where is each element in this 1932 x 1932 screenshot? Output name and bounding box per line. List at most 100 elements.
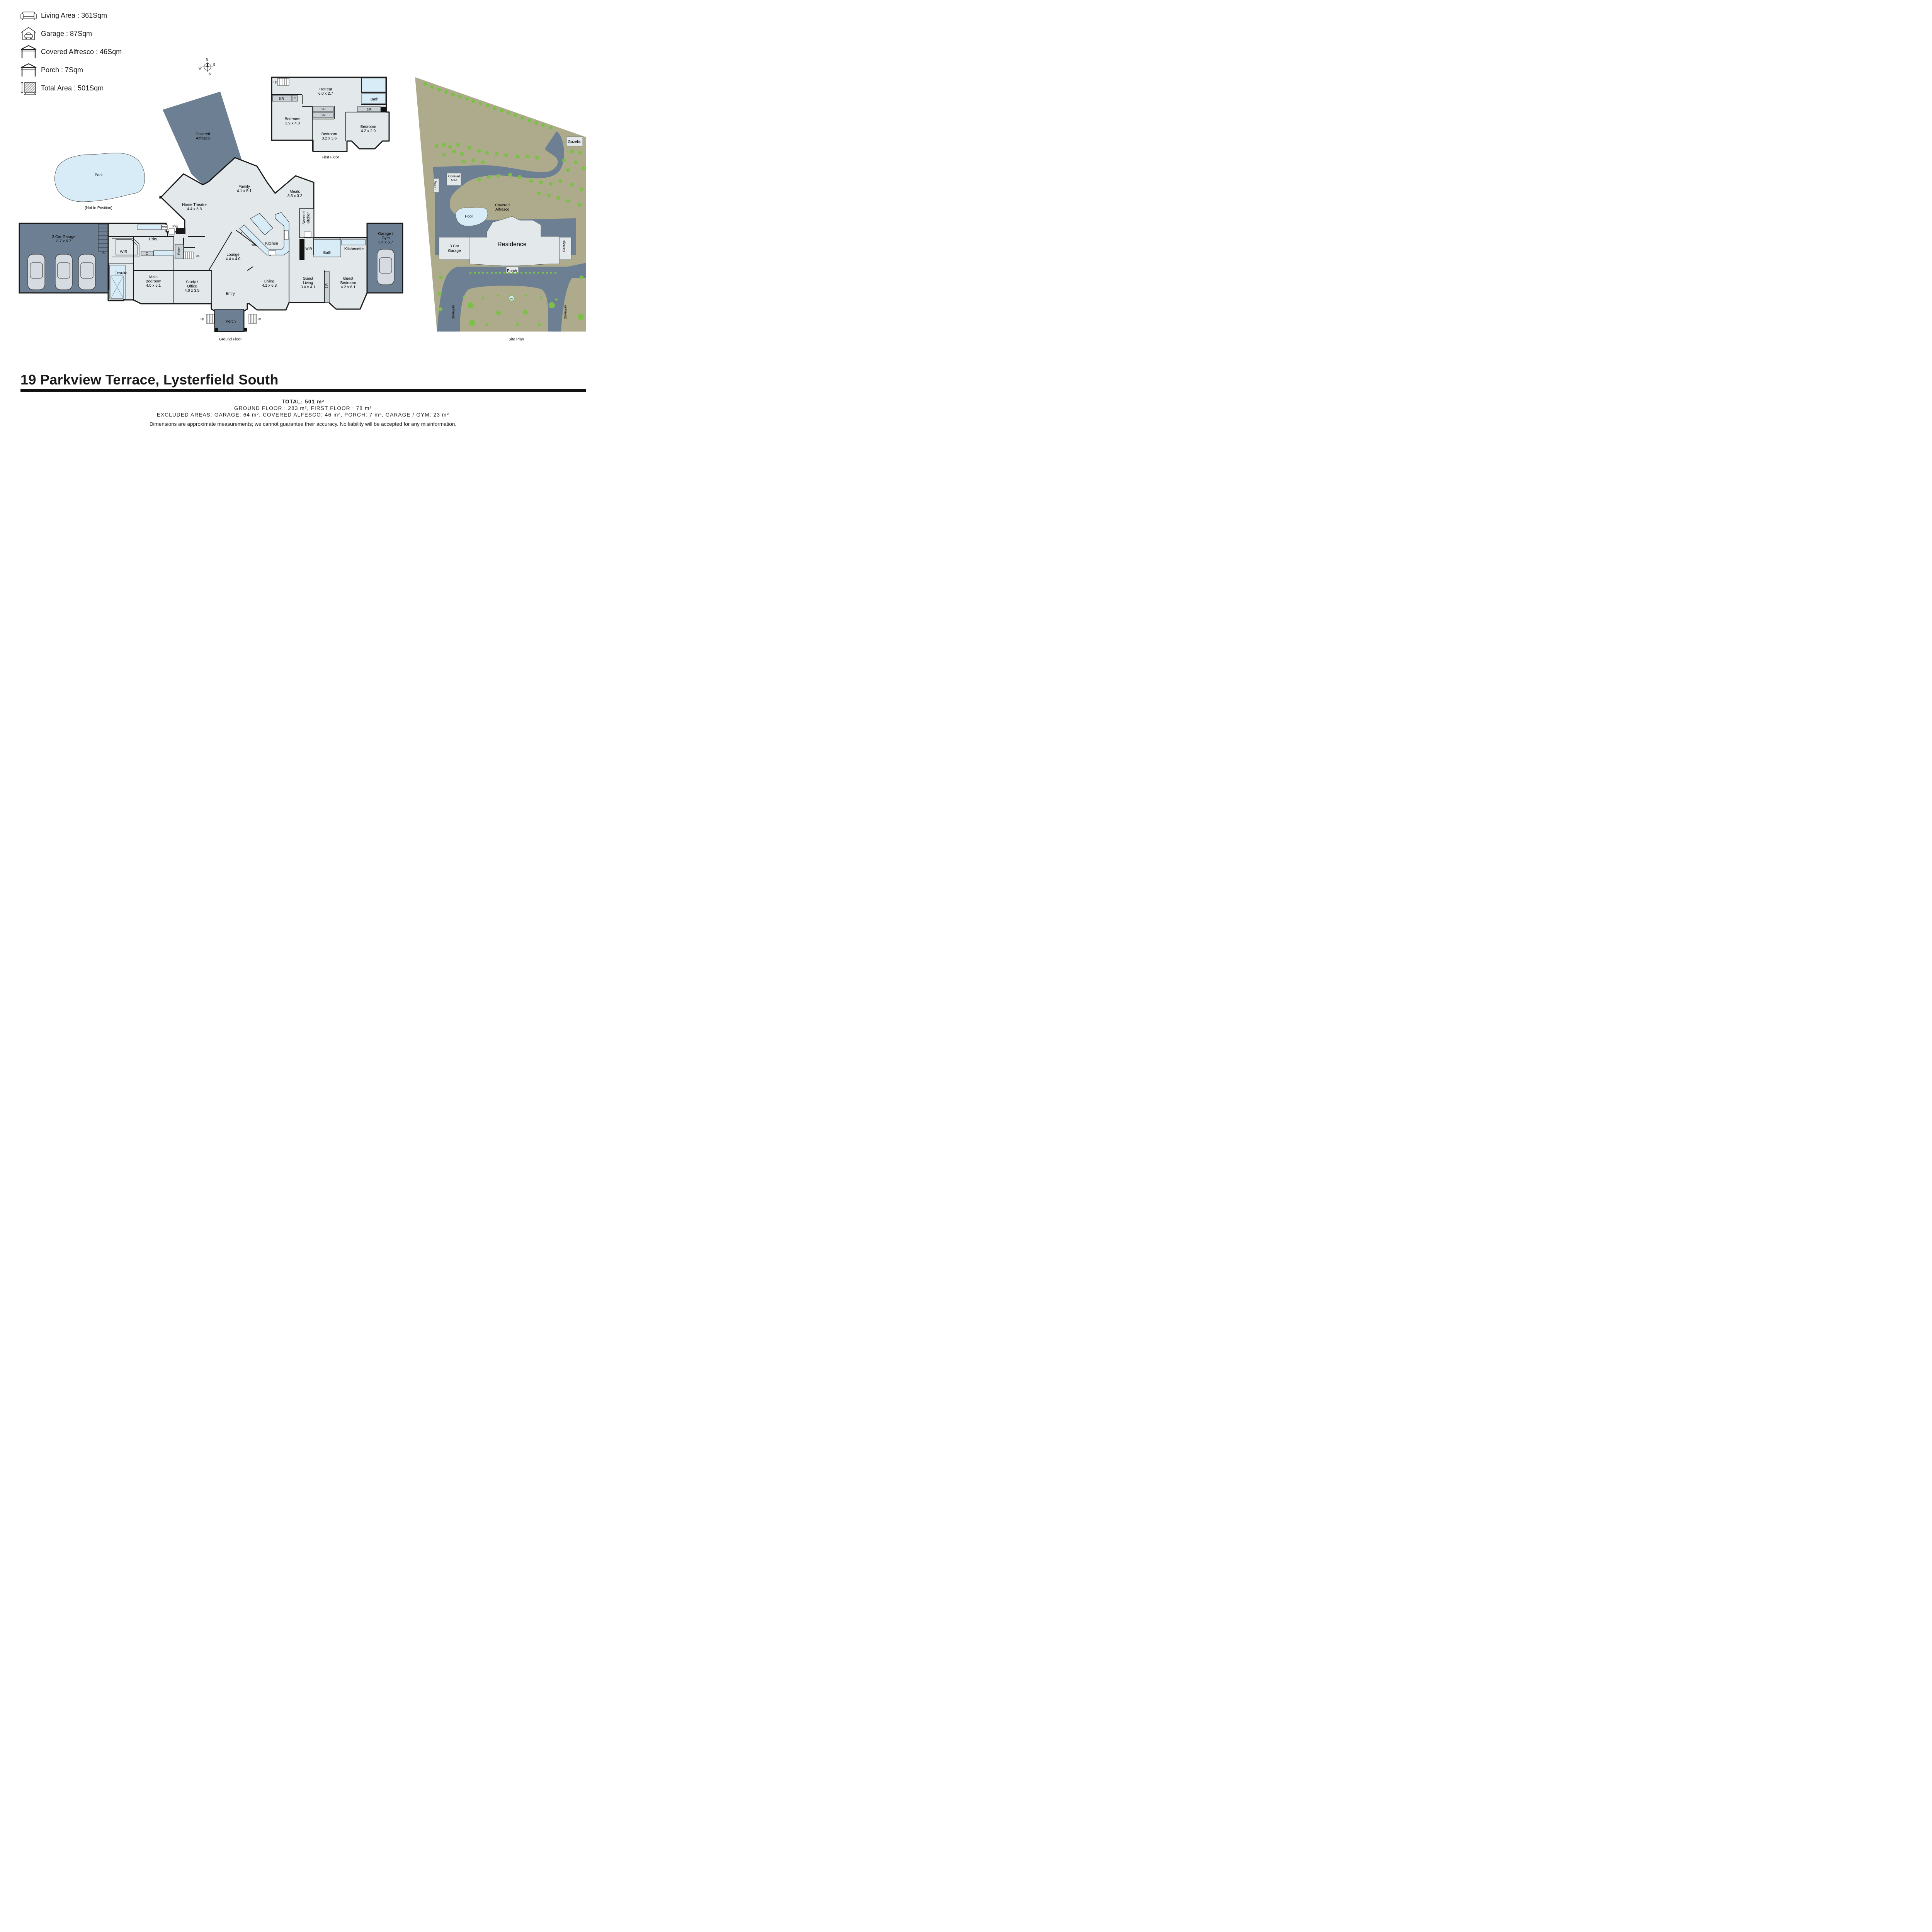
site-plan-caption: Site Plan [509, 337, 524, 342]
wm-label: WM [162, 226, 167, 229]
summary-excluded: EXCLUDED AREAS: GARAGE: 64 m², COVERED A… [156, 412, 449, 418]
living-label: Living [264, 279, 274, 284]
garage-stair-up: Up [102, 252, 105, 254]
legend-total: Total Area : 501Sqm [20, 81, 144, 95]
guest-bed-dim: 4.2 x 6.1 [341, 285, 356, 289]
ff-bir-label-4: BIR [366, 108, 372, 111]
garage-dim: 8.7 x 6.7 [56, 239, 71, 243]
compass-n: N [206, 58, 208, 61]
pool-note: (Not In Position) [85, 206, 112, 210]
main-bed-label-1: Main [149, 275, 158, 279]
porch-step-up-left: Up [201, 318, 204, 321]
floor-plans: Pool (Not In Position) Covered Alfresco … [19, 77, 586, 342]
second-kitchen-label-1: Second [302, 211, 306, 224]
guest-bed-label-1: Guest [343, 277, 354, 281]
meals-dim: 3.5 x 3.2 [287, 194, 303, 198]
site-driveway-right: Driveway [563, 305, 567, 320]
fridge-label: F [241, 232, 242, 235]
kitchenette-label: Kitchenette [344, 247, 364, 251]
ff-bir-label-1: BIR [279, 97, 284, 100]
site-plan: 3 Car Garage Residence Garage Porch Pool… [415, 77, 586, 342]
kitchen-label: Kitchen [265, 242, 278, 246]
legend-total-text: Total Area : 501Sqm [41, 84, 104, 92]
laundry-label: L'dry [149, 237, 157, 242]
site-water-feature: W/F [510, 298, 513, 300]
legend-garage: Garage : 87Sqm [20, 27, 144, 41]
legend-garage-text: Garage : 87Sqm [41, 29, 92, 37]
compass-s: S [209, 72, 211, 76]
guest-bed-label-2: Bedroom [340, 281, 356, 285]
total-area-icon [20, 82, 36, 95]
ff-bed2-dim: 3.2 x 3.6 [322, 136, 337, 141]
ff-bed3-dim: 4.2 x 2.9 [361, 129, 376, 133]
site-covered-area-1: Covered [448, 175, 460, 178]
study-label-2: Office [187, 284, 197, 289]
pool [54, 153, 145, 202]
site-residence-label: Residence [497, 241, 527, 248]
theatre-label: Home Theatre [182, 203, 207, 207]
wir-cupboard: C [146, 252, 148, 255]
ff-bed1-label: Bedroom [285, 117, 301, 121]
site-trees [423, 82, 585, 326]
legend-alfresco: Covered Alfresco : 46Sqm [20, 45, 144, 59]
garage-label: 3 Car Garage [52, 235, 76, 239]
ff-bed2-label: Bedroom [321, 132, 337, 136]
site-pool-label: Pool [465, 214, 473, 219]
first-floor-caption: First Floor [322, 155, 340, 160]
guest-living-label-1: Guest [303, 277, 313, 281]
site-gazebo-label: Gazebo [568, 140, 581, 144]
ground-floor-caption: Ground Floor [219, 337, 242, 342]
alfresco-label-1: Covered [196, 132, 210, 136]
title-divider [20, 389, 586, 392]
garage-icon [21, 27, 36, 40]
area-legend: Living Area : 361Sqm Garage : 87Sqm Cove… [20, 9, 144, 99]
lounge-label: Lounge [226, 253, 240, 257]
gym-label-2: Gym [381, 236, 389, 240]
entry-label: Entry [226, 292, 235, 296]
guest-bath-label: Bath [323, 251, 332, 255]
second-kitchen-label-2: Kitchen [306, 211, 311, 224]
legend-living: Living Area : 361Sqm [20, 9, 144, 22]
legend-porch: Porch : 7Sqm [20, 63, 144, 77]
store-label: Store [177, 247, 181, 255]
pergola-icon [20, 45, 37, 58]
porch-icon [20, 63, 37, 77]
guest-living-dim: 3.4 x 4.1 [301, 285, 316, 289]
ff-bir-label-3: BIR [320, 114, 326, 117]
lounge-dim: 4.4 x 4.0 [226, 257, 241, 261]
meals-label: Meals [290, 190, 300, 194]
living-dim: 4.1 x 6.3 [262, 284, 277, 288]
store-stair-up: Up [196, 255, 199, 258]
car-icon [27, 254, 96, 290]
ff-stair-up: Up [274, 81, 277, 84]
ff-bath-label: Bath [371, 97, 379, 102]
compass-w: W [199, 67, 202, 70]
study-dim: 4.0 x 3.5 [185, 289, 200, 293]
guest-bir-label: BIR [325, 283, 328, 289]
porch [214, 309, 244, 332]
compass-icon: N E S W [199, 58, 215, 76]
theatre-dim: 4.4 x 5.8 [187, 207, 202, 211]
ff-bir-label-2: BIR [320, 107, 326, 111]
compass-e: E [213, 63, 215, 66]
ff-cupboard: C [294, 97, 296, 100]
ff-bed1-dim: 3.9 x 4.0 [285, 121, 300, 126]
main-bed-label-2: Bedroom [146, 279, 162, 284]
powder-label: P'dr [172, 224, 179, 228]
site-garage-label-1: 3 Car [450, 244, 459, 248]
site-residence [469, 216, 560, 266]
sofa-icon [20, 12, 37, 20]
site-alfresco-label-1: Covered [495, 203, 510, 207]
summary-floors: GROUND FLOOR : 283 m², FIRST FLOOR : 78 … [234, 405, 372, 411]
retreat-label: Retreat [320, 87, 332, 92]
covered-alfresco [163, 92, 243, 185]
porch-label: Porch [226, 320, 236, 324]
ensuite-label: Ensuite [114, 271, 128, 276]
pool-label: Pool [95, 173, 102, 177]
site-garage-label-3: Garage [562, 240, 566, 252]
site-alfresco-label-2: Alfresco [495, 207, 510, 212]
wir-label: WIR [120, 250, 127, 254]
gym-dim: 3.4 x 6.7 [378, 240, 393, 245]
site-cubby-label: Cubby [434, 180, 437, 189]
study-label-1: Study / [186, 280, 198, 284]
